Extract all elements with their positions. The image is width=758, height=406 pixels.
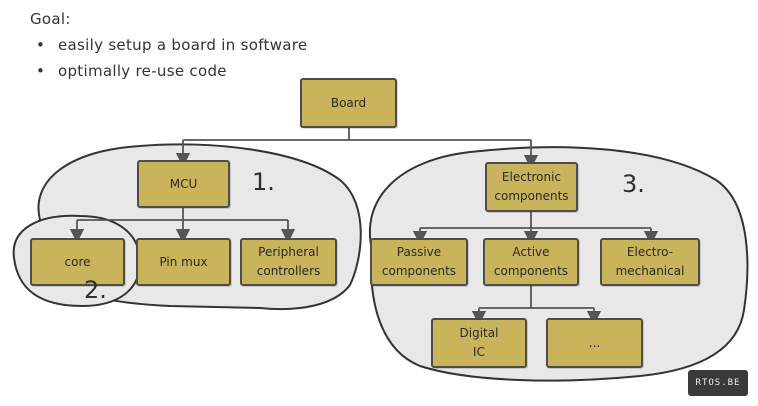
node-board: Board bbox=[300, 78, 397, 128]
node-peripheral-controllers: Peripheral controllers bbox=[240, 238, 337, 286]
node-digital-ic: Digital IC bbox=[431, 318, 527, 368]
node-electronic-components: Electronic components bbox=[485, 162, 578, 212]
node-mcu: MCU bbox=[137, 160, 230, 208]
goal-item-reuse: optimally re-use code bbox=[30, 62, 307, 80]
node-pin-mux: Pin mux bbox=[136, 238, 231, 286]
label-group-3: 3. bbox=[622, 170, 645, 198]
label-group-1: 1. bbox=[252, 168, 275, 196]
goal-section: Goal: easily setup a board in software o… bbox=[30, 10, 307, 88]
label-group-2: 2. bbox=[84, 276, 107, 304]
node-core: core bbox=[30, 238, 125, 286]
goal-title: Goal: bbox=[30, 10, 71, 28]
goal-item-setup: easily setup a board in software bbox=[30, 36, 307, 54]
node-passive-components: Passive components bbox=[370, 238, 468, 286]
node-more: ... bbox=[546, 318, 643, 368]
goal-list: easily setup a board in software optimal… bbox=[30, 36, 307, 80]
node-electromechanical: Electro- mechanical bbox=[600, 238, 700, 286]
node-active-components: Active components bbox=[483, 238, 579, 286]
rtos-badge: RTOS.BE bbox=[688, 370, 748, 396]
